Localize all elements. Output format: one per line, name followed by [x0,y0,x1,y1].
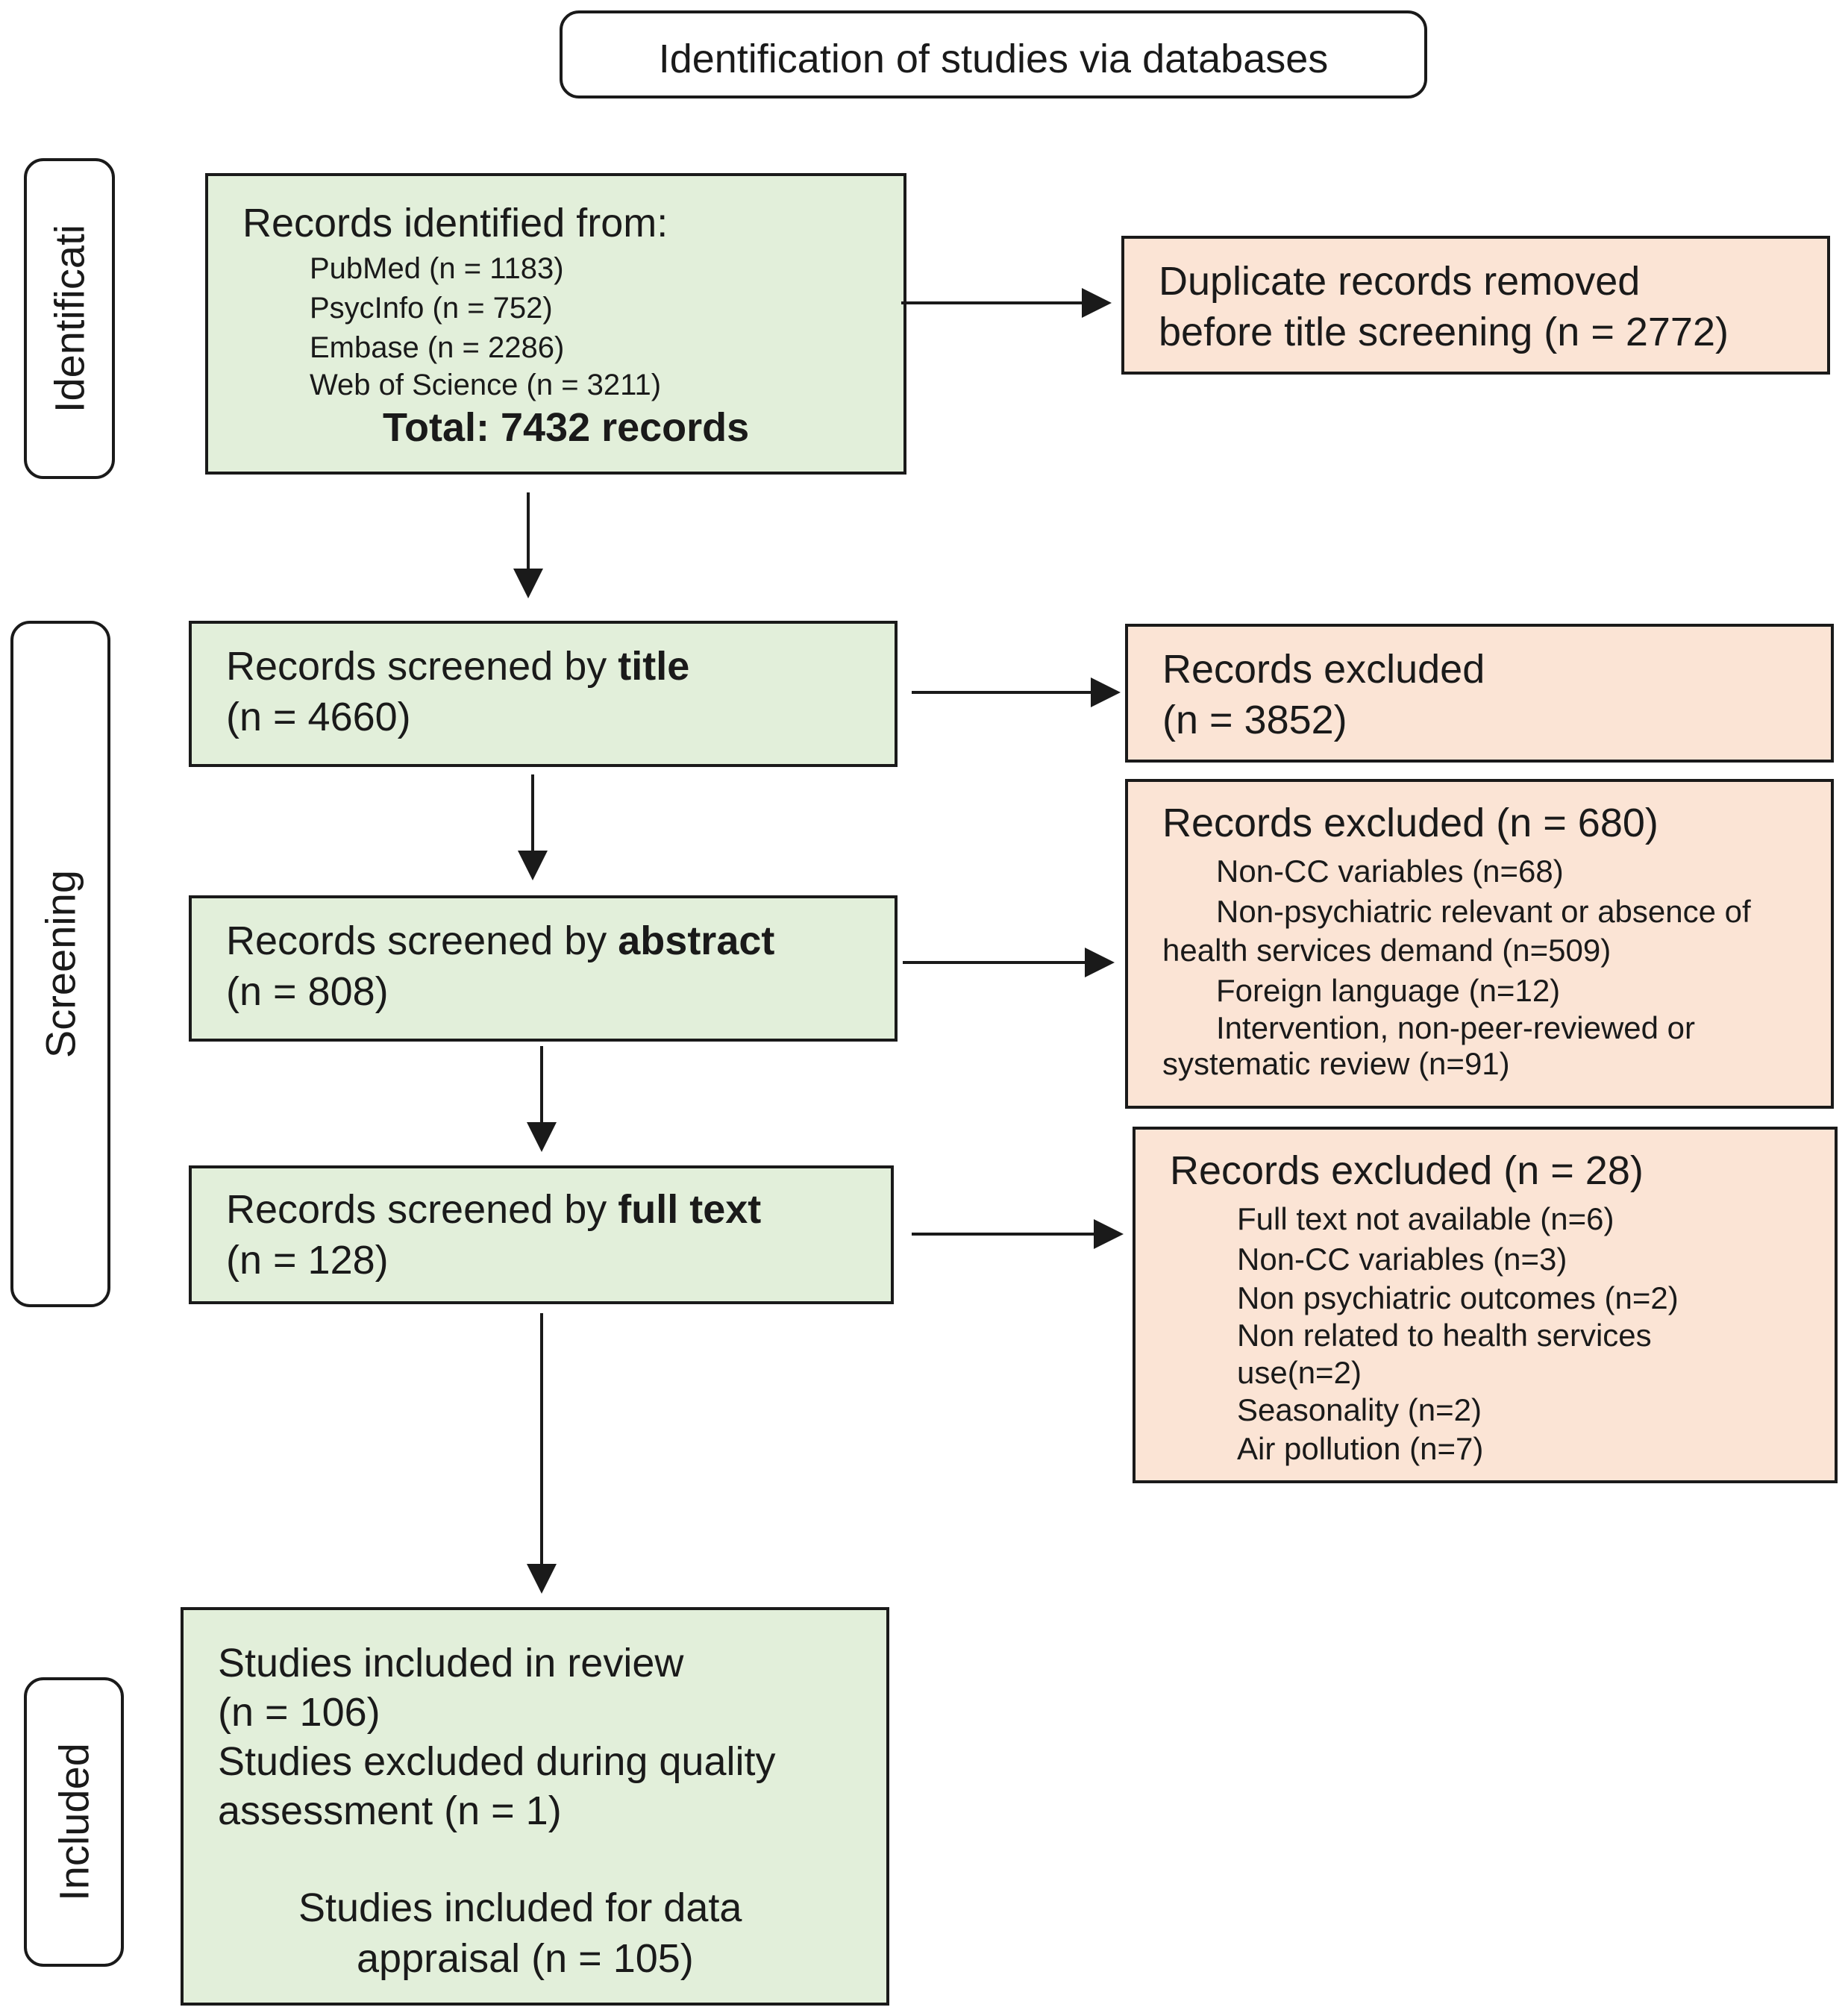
abstract-screen-box: Records screened by abstract (n = 808) [189,895,898,1042]
fulltext-excluded-box: Records excluded (n = 28) Full text not … [1133,1127,1838,1483]
fulltext-screen-count: (n = 128) [226,1238,389,1283]
exclusion-reason: Full text not available (n=6) [1237,1201,1614,1236]
phase-identification: Identificati [24,158,115,479]
title-screen-count: (n = 4660) [226,695,411,739]
fulltext-excluded-heading: Records excluded (n = 28) [1170,1148,1644,1193]
fulltext-screen-prefix: Records screened by [226,1187,618,1232]
abstract-screen-emph: abstract [618,918,775,963]
duplicates-line1: Duplicate records removed [1159,259,1641,304]
abstract-screen-prefix: Records screened by [226,918,618,963]
header-title: Identification of studies via databases [658,37,1329,81]
exclusion-reason: Intervention, non-peer-reviewed or [1216,1010,1696,1045]
identified-box: Records identified from: PubMed (n = 118… [205,173,906,475]
phase-included: Included [24,1677,124,1967]
identified-heading: Records identified from: [242,201,668,245]
exclusion-reason: Foreign language (n=12) [1216,973,1561,1008]
included-line5: Studies included for data [298,1885,742,1930]
exclusion-reason: Non related to health services [1237,1318,1652,1353]
fulltext-screen-emph: full text [618,1187,762,1232]
included-line3: Studies excluded during quality [218,1739,776,1784]
exclusion-reason: Non psychiatric outcomes (n=2) [1237,1280,1679,1315]
source-item: PsycInfo (n = 752) [310,292,553,325]
source-item: PubMed (n = 1183) [310,252,564,285]
abstract-screen-count: (n = 808) [226,969,389,1014]
title-screen-label: Records screened by title [226,643,689,689]
included-line2: (n = 106) [218,1690,380,1735]
exclusion-reason: use(n=2) [1237,1355,1362,1390]
exclusion-reason: Seasonality (n=2) [1237,1392,1482,1427]
title-screen-emph: title [618,644,690,689]
title-excluded-line1: Records excluded [1162,647,1485,692]
identified-total: Total: 7432 records [383,405,750,450]
abstract-excluded-heading: Records excluded (n = 680) [1162,801,1658,845]
duplicates-box: Duplicate records removed before title s… [1121,236,1830,375]
fulltext-screen-box: Records screened by full text (n = 128) [189,1165,894,1304]
abstract-excluded-box: Records excluded (n = 680) Non-CC variab… [1125,779,1834,1109]
exclusion-reason: Non-psychiatric relevant or absence of [1216,894,1751,929]
phase-screening: Screening [10,621,110,1307]
fulltext-screen-label: Records screened by full text [226,1186,761,1233]
source-item: Web of Science (n = 3211) [310,369,662,401]
exclusion-reason: Air pollution (n=7) [1237,1431,1484,1466]
title-screen-box: Records screened by title (n = 4660) [189,621,898,767]
included-line4: assessment (n = 1) [218,1788,562,1833]
duplicates-line2: before title screening (n = 2772) [1159,310,1729,354]
included-box: Studies included in review (n = 106) Stu… [181,1607,889,2006]
abstract-screen-label: Records screened by abstract [226,918,774,964]
exclusion-reason: systematic review (n=91) [1162,1046,1510,1081]
exclusion-reason: health services demand (n=509) [1162,933,1611,968]
title-screen-prefix: Records screened by [226,644,618,689]
header-box: Identification of studies via databases [560,10,1427,98]
included-line1: Studies included in review [218,1641,684,1685]
exclusion-reason: Non-CC variables (n=3) [1237,1242,1567,1277]
title-excluded-box: Records excluded (n = 3852) [1125,624,1834,763]
exclusion-reason: Non-CC variables (n=68) [1216,854,1564,889]
included-line6: appraisal (n = 105) [357,1936,694,1981]
title-excluded-line2: (n = 3852) [1162,698,1347,742]
source-item: Embase (n = 2286) [310,331,565,364]
